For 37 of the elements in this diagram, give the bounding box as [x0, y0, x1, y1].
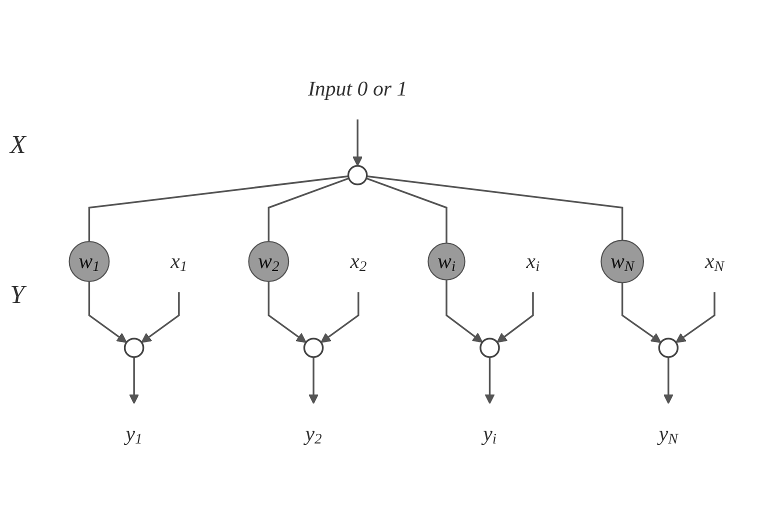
arrow [621, 282, 662, 343]
arrow [128, 357, 140, 404]
node-circle: w$_{1}$ [68, 241, 110, 282]
axis-label: Y [10, 280, 70, 310]
connector [366, 178, 448, 244]
node-text: x$_{N}$ [704, 249, 724, 274]
arrow [352, 119, 363, 166]
arrow [320, 292, 360, 343]
arrow [141, 292, 180, 343]
node-circle [658, 338, 679, 358]
arrow [268, 281, 306, 343]
connector [88, 175, 348, 242]
node-text: x$_{1}$ [170, 249, 188, 274]
node-text: y$_{2}$ [305, 422, 322, 448]
node-circle [480, 338, 500, 358]
node-text: x$_{i}$ [526, 249, 540, 274]
arrow [676, 292, 716, 343]
node-circle: w$_{2}$ [248, 241, 290, 282]
axis-label: X [10, 130, 28, 160]
node-text: y$_{1}$ [126, 422, 142, 448]
node-circle [124, 338, 144, 358]
arrow [484, 357, 495, 404]
connector [366, 175, 624, 240]
node-circle: w$_{i}$ [428, 242, 466, 280]
arrow [446, 280, 483, 343]
node-text: y$_{N}$ [658, 422, 678, 448]
node-text: y$_{i}$ [483, 422, 496, 448]
arrow [663, 357, 674, 404]
connector [268, 178, 350, 242]
node-text: x$_{2}$ [350, 249, 367, 274]
arrow [496, 292, 534, 343]
node-circle: w$_{N}$ [600, 240, 644, 284]
node-circle [303, 338, 324, 358]
node-circle [347, 164, 368, 186]
arrow [308, 357, 319, 404]
arrow [88, 281, 127, 343]
node-text: Input 0 or 1 [308, 76, 408, 100]
